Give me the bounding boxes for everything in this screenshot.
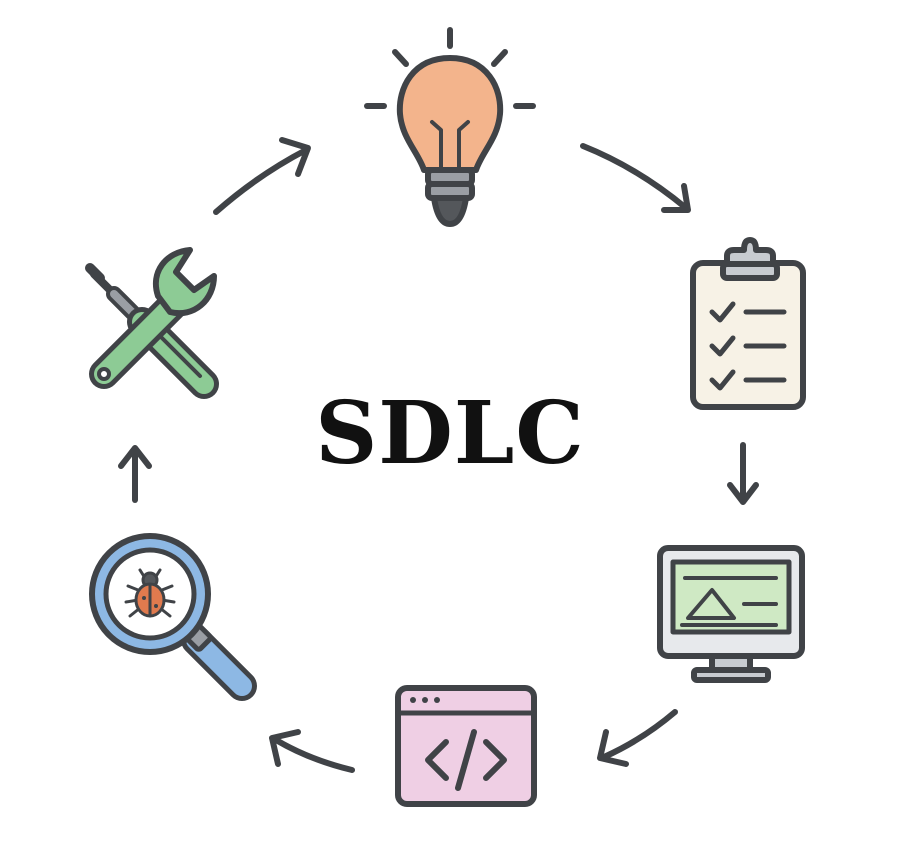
code-window-icon <box>395 685 537 807</box>
arrow-tools-to-idea <box>213 137 311 215</box>
wrench-screwdriver-icon <box>85 247 219 399</box>
arrow-planning-to-design <box>727 442 759 505</box>
wrench-icon <box>89 247 217 389</box>
arrow-design-to-code <box>597 709 678 767</box>
arrow-code-to-testing <box>269 729 355 773</box>
monitor-design-icon <box>657 545 805 683</box>
bug-icon <box>124 568 176 618</box>
diagram-title: SDLC <box>315 382 585 484</box>
arrow-testing-to-tools <box>118 445 152 503</box>
clipboard-checklist-icon <box>690 237 806 410</box>
bug-magnifier-icon <box>89 533 257 701</box>
arrow-idea-to-planning <box>580 143 691 213</box>
lightbulb-icon <box>364 27 536 227</box>
